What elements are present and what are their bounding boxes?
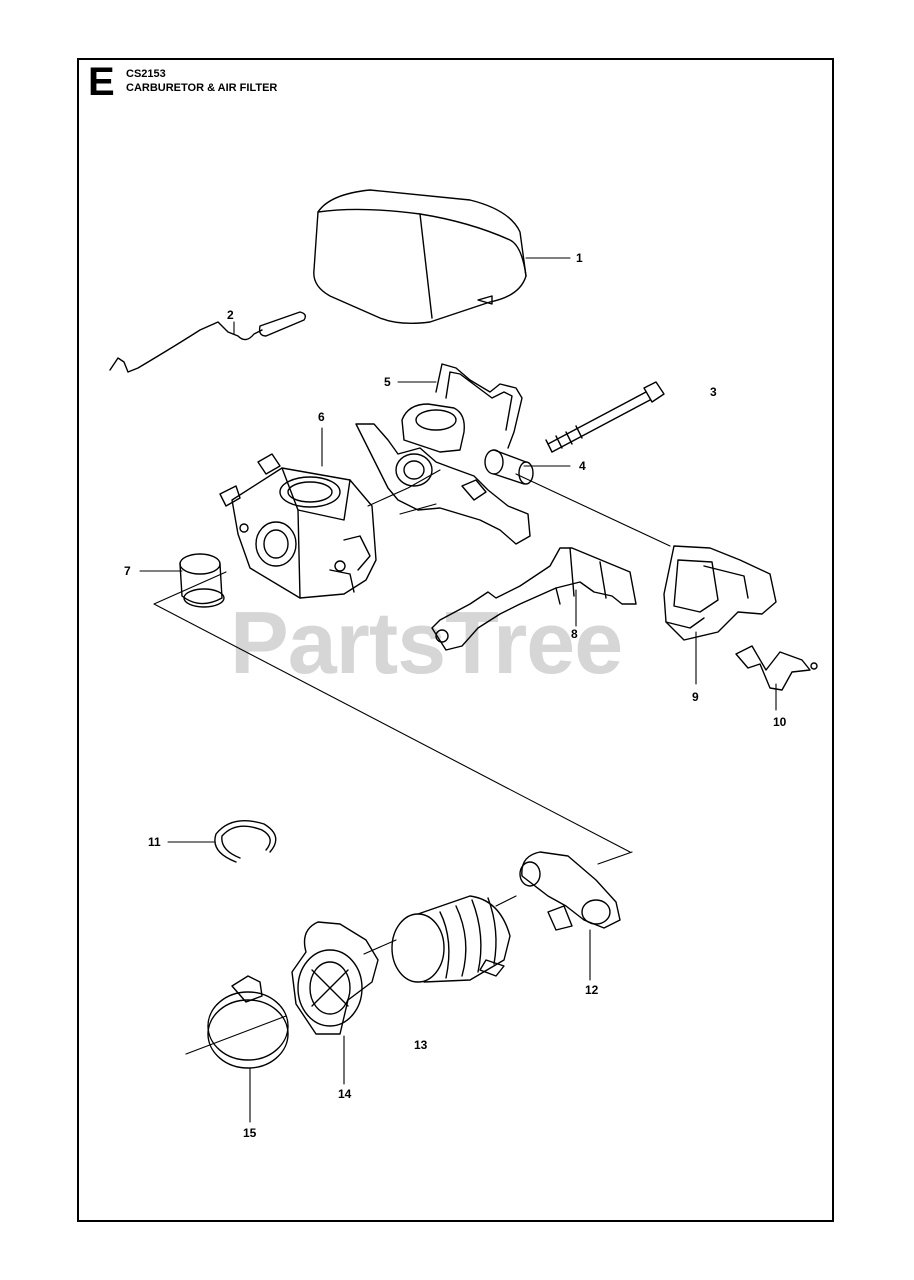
model-code: CS2153 [126,68,166,80]
callout-13: 13 [414,1038,428,1052]
callout-7: 7 [124,564,131,578]
hose-clamp-icon[interactable] [207,975,289,1069]
clamp-icon[interactable] [519,851,621,931]
carburetor-icon[interactable] [219,453,377,599]
gasket-ring-icon[interactable] [179,553,225,608]
air-filter-cover-icon[interactable] [313,189,527,325]
callout-11: 11 [148,835,161,849]
throttle-rod-icon[interactable] [435,363,523,449]
callout-15: 15 [243,1126,257,1140]
section-letter: E [88,60,115,104]
bolt-icon[interactable] [545,381,665,453]
callout-5: 5 [384,375,391,389]
watermark: PartsTree [230,593,623,692]
callout-4: 4 [579,459,586,473]
callout-10: 10 [773,715,787,729]
adapter-icon[interactable] [291,921,379,1035]
diagram-title: CARBURETOR & AIR FILTER [126,82,278,94]
snap-ring-icon[interactable] [214,820,277,863]
spring-icon[interactable] [735,645,818,691]
callout-14: 14 [338,1087,352,1101]
intake-boot-icon[interactable] [391,895,511,983]
choke-knob-icon[interactable] [663,545,777,641]
choke-rod-icon[interactable] [109,311,307,373]
diagram-frame [77,58,834,1222]
callout-2: 2 [227,308,234,322]
sleeve-icon[interactable] [484,449,534,485]
intake-manifold-icon [355,403,531,545]
callout-6: 6 [318,410,325,424]
callout-1: 1 [576,251,583,265]
callout-8: 8 [571,627,578,641]
callout-3: 3 [710,385,717,399]
throttle-lever-icon[interactable] [431,547,637,651]
callout-12: 12 [585,983,599,997]
leader-lines [139,257,777,1123]
callout-9: 9 [692,690,699,704]
